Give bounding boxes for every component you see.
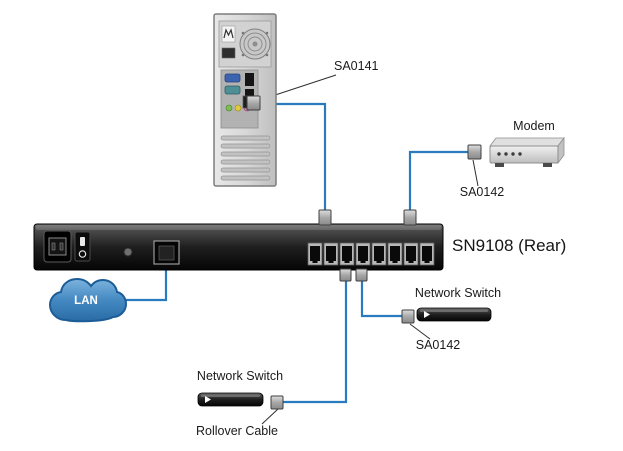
psu-fan-icon xyxy=(239,28,271,60)
modem-icon xyxy=(489,136,565,167)
power-inlet-icon xyxy=(43,230,72,263)
vga-port-icon xyxy=(224,73,241,83)
rollover-cable-line xyxy=(282,274,348,404)
tower-vents xyxy=(220,135,271,181)
sa0142-switch-connector-plug xyxy=(401,309,415,324)
rj45-port-icon xyxy=(403,242,419,266)
serial-port-icon xyxy=(224,85,241,95)
network-switch-bottom-label: Network Switch xyxy=(196,369,284,383)
rollover-connector-plug xyxy=(270,395,284,410)
rollover-pointer-line xyxy=(261,408,279,425)
device-title: SN9108 (Rear) xyxy=(452,236,567,255)
sa0141-connector-plug xyxy=(246,95,261,111)
rj45-port-icon xyxy=(323,242,339,266)
pc-top-connector-plug xyxy=(318,209,332,226)
rj45-port-icon xyxy=(387,242,403,266)
rj45-port-icon xyxy=(419,242,435,266)
rj45-port-icon xyxy=(355,242,371,266)
grounding-screw-icon xyxy=(123,247,133,257)
rj45-port-icon xyxy=(307,242,323,266)
computer-tower-icon xyxy=(213,13,277,187)
pc-cable-line xyxy=(256,102,327,216)
network-switch-right-label: Network Switch xyxy=(414,286,502,300)
sa0142-switch-label: SA0142 xyxy=(415,338,461,352)
audio-jack-icon xyxy=(225,104,233,112)
sn9108-device xyxy=(33,223,444,271)
lan-cable-line xyxy=(110,264,168,302)
psu-power-socket xyxy=(221,47,236,59)
network-switch-bottom-icon xyxy=(197,392,264,407)
switch-arrow-icon xyxy=(205,396,211,403)
rj45-port-row xyxy=(307,242,435,266)
power-switch-icon xyxy=(74,231,91,262)
device-bottom-connector-right xyxy=(355,268,368,282)
lan-label: LAN xyxy=(74,295,98,307)
sa0141-label: SA0141 xyxy=(334,59,379,73)
switch-right-cable-line xyxy=(360,274,404,318)
sa0142-modem-connector-plug xyxy=(467,144,482,160)
audio-jack-icon xyxy=(234,104,242,112)
sa0142-switch-pointer-line xyxy=(409,323,431,340)
rollover-cable-label: Rollover Cable xyxy=(196,424,278,438)
sa0142-modem-pointer-line xyxy=(472,159,479,187)
switch-arrow-icon xyxy=(424,311,430,318)
usb-port-icon xyxy=(245,73,254,86)
lan-port-icon xyxy=(153,240,180,265)
sa0142-modem-label: SA0142 xyxy=(459,185,505,199)
network-switch-right-icon xyxy=(416,307,492,322)
modem-top-connector-plug xyxy=(403,209,417,226)
rj45-port-icon xyxy=(339,242,355,266)
modem-cable-line xyxy=(408,150,472,216)
psu-logo-icon xyxy=(223,28,234,39)
device-bottom-connector-left xyxy=(339,268,352,282)
lan-cloud-icon xyxy=(48,277,128,323)
rj45-port-icon xyxy=(371,242,387,266)
modem-label: Modem xyxy=(513,119,555,133)
